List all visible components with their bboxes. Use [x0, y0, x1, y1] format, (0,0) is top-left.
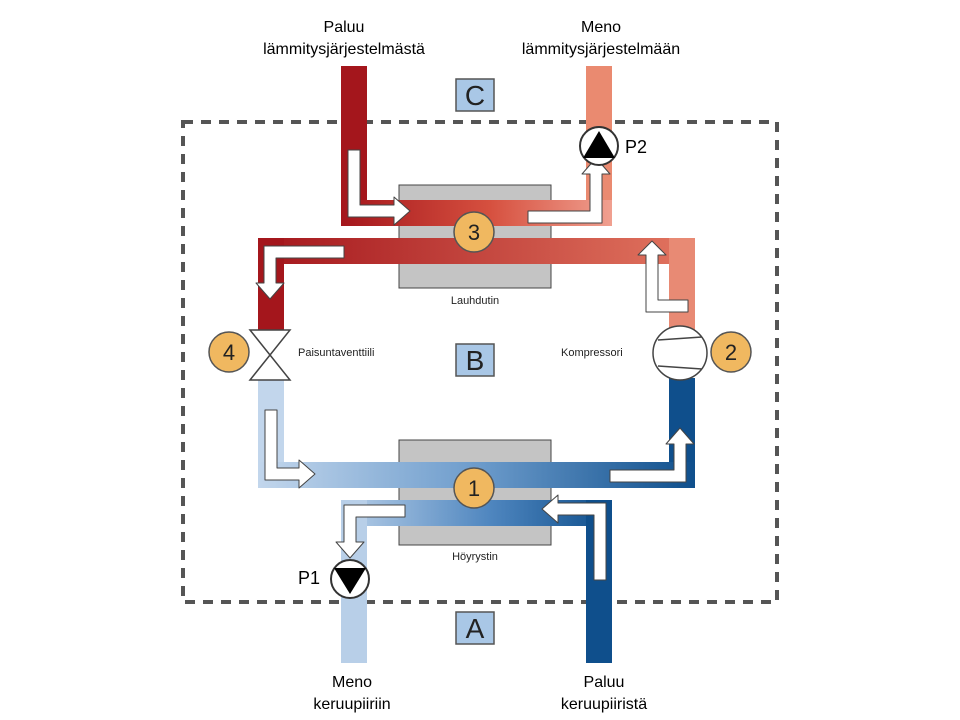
circuit-c-label: C [465, 80, 485, 111]
heating-return-label-1: Paluu [324, 19, 365, 36]
unit-boundary [181, 120, 779, 604]
circuit-c-box [455, 78, 495, 112]
arrow-heating-return [347, 149, 411, 226]
arrow-compressor-out [637, 240, 689, 313]
flow-arrows [255, 149, 695, 581]
collector-supply-label-1: Meno [332, 674, 372, 691]
step-markers [208, 211, 752, 509]
collector-supply-label-2: keruupiiriin [313, 696, 390, 713]
arrow-heating-supply [527, 157, 611, 224]
circuit-b-label: B [466, 345, 485, 376]
arrow-valve-out [264, 409, 316, 489]
step-1-label: 1 [468, 476, 480, 501]
collector-return-label-2: keruupiiristä [561, 696, 647, 713]
evaporator-label: Höyrystin [452, 551, 498, 563]
step-4-label: 4 [223, 340, 235, 365]
pump-p1-label: P1 [298, 568, 320, 588]
heating-return-label-2: lämmitysjärjestelmästä [263, 41, 425, 58]
arrow-collector-return-shape [541, 494, 607, 581]
compressor-label: Kompressori [561, 347, 623, 359]
arrow-collector-supply [335, 504, 406, 559]
heating-supply-label-2: lämmitysjärjestelmään [522, 41, 680, 58]
condenser-label: Lauhdutin [451, 295, 499, 307]
step-3-label: 3 [468, 220, 480, 245]
expansion-valve [248, 329, 292, 381]
compressor [652, 325, 708, 381]
pump-p1 [330, 559, 370, 599]
circuit-a-box [455, 611, 495, 645]
arrow-refrigerant-left-down [255, 245, 345, 300]
circuit-b-box [455, 343, 495, 377]
circuit-a-label: A [466, 613, 485, 644]
arrow-compressor-in [609, 427, 695, 483]
step-2-label: 2 [725, 340, 737, 365]
heating-supply-label-1: Meno [581, 19, 621, 36]
collector-return-label-1: Paluu [584, 674, 625, 691]
pump-p2 [579, 126, 619, 166]
pump-p2-label: P2 [625, 137, 647, 157]
expansion-valve-label: Paisuntaventtiili [298, 347, 374, 359]
